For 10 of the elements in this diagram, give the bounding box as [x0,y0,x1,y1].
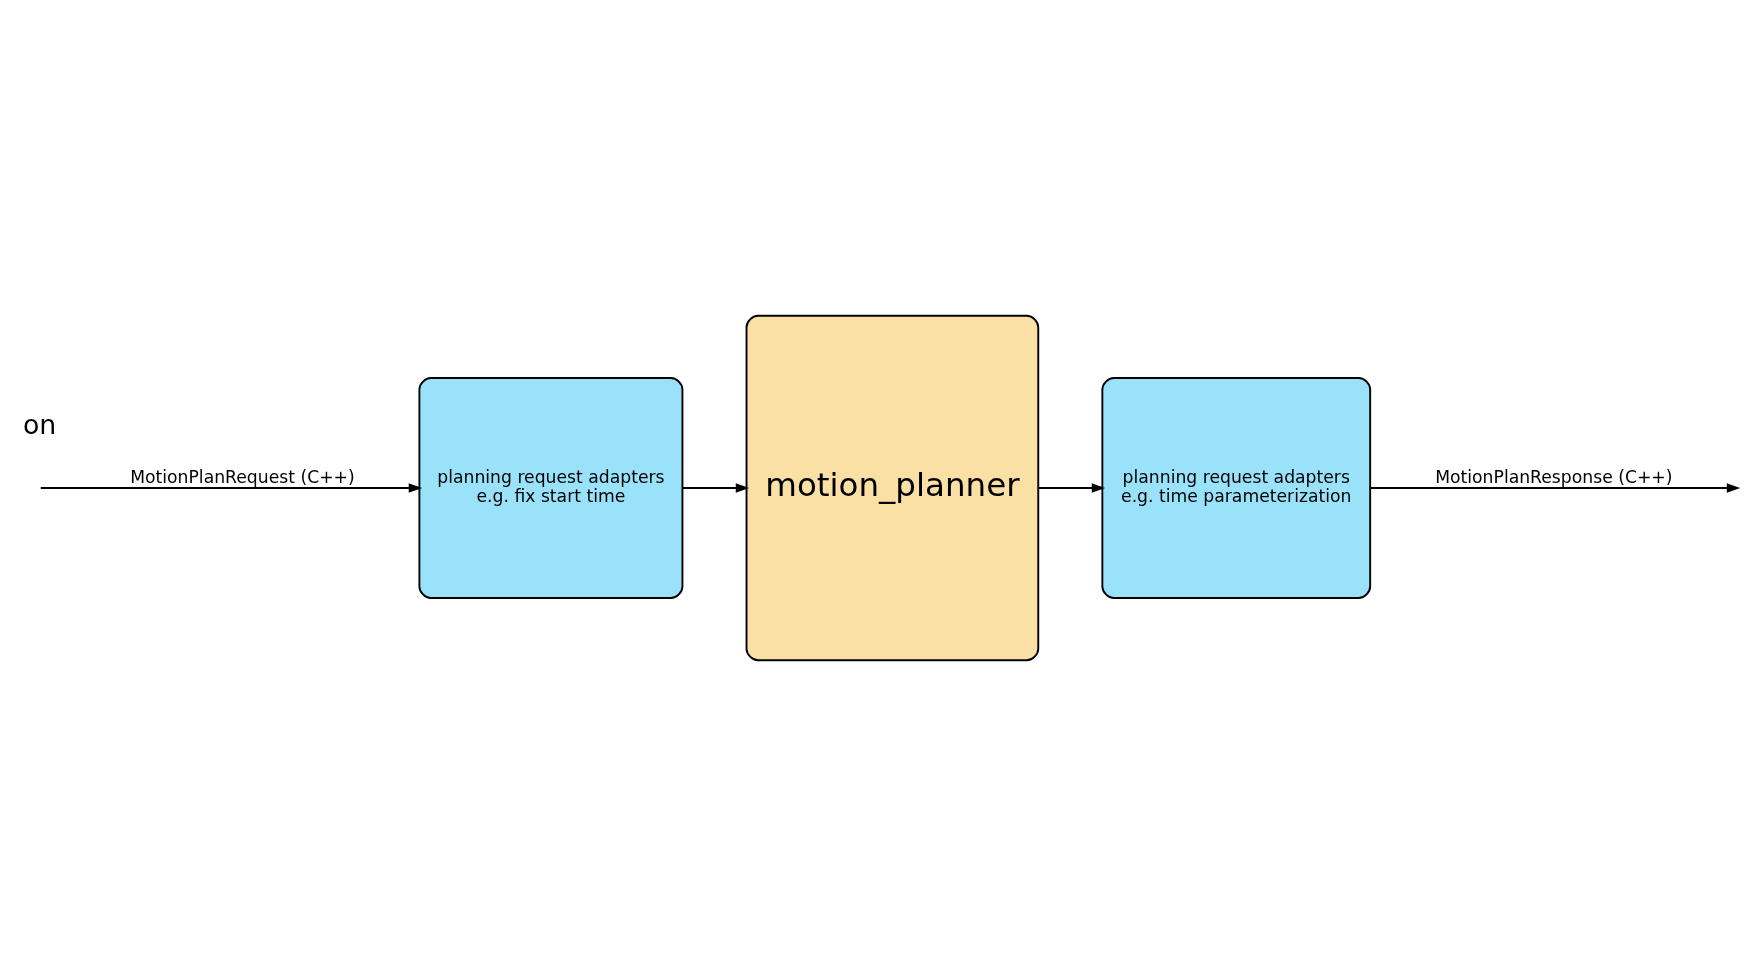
label: on [22,409,57,441]
arrow [1369,483,1741,493]
arrow [681,483,750,493]
edge-label: MotionPlanRequest (C++) [130,466,355,487]
node-box: motion_planner [745,314,1040,662]
node-box: planning request adapters e.g. fix start time [418,377,684,599]
edge-label: MotionPlanResponse (C++) [1435,466,1673,487]
node-box: planning request adapters e.g. time parameterization [1101,377,1372,599]
arrow [39,483,423,493]
arrow [1037,483,1106,493]
